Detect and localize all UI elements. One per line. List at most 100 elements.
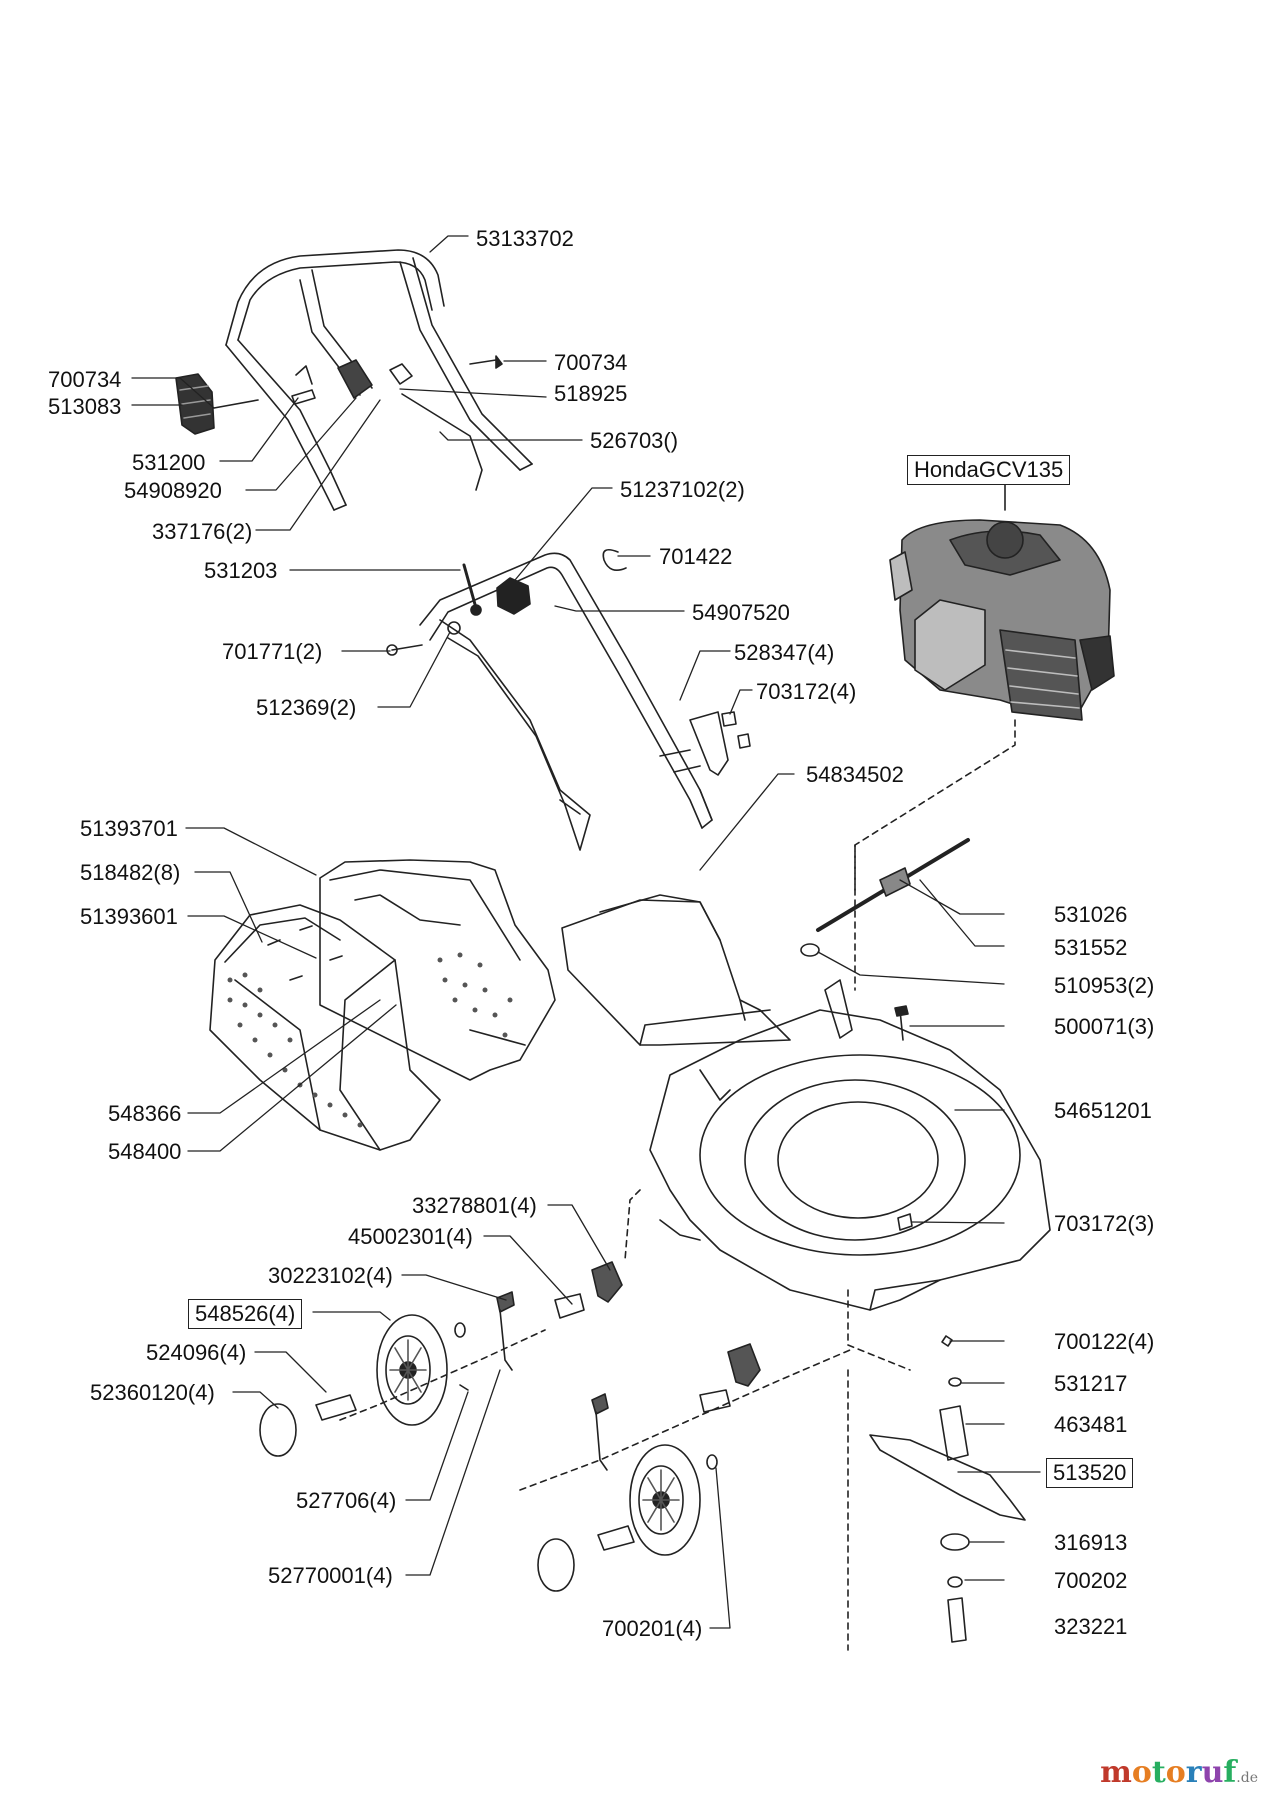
part-label-30223102[interactable]: 30223102(4) (268, 1263, 393, 1288)
watermark-letter: o (1165, 1755, 1186, 1790)
part-label-531026[interactable]: 531026 (1054, 902, 1128, 927)
part-label-337176[interactable]: 337176(2) (152, 519, 253, 544)
part-label-531203[interactable]: 531203 (204, 558, 278, 583)
part-label-703172-4[interactable]: 703172(4) (756, 679, 857, 704)
lever-end-drawing (470, 604, 482, 616)
part-label-548366[interactable]: 548366 (108, 1101, 182, 1126)
washer-drawing (447, 621, 461, 635)
part-label-700202[interactable]: 700202 (1054, 1568, 1128, 1593)
watermark-letter: r (1185, 1755, 1202, 1790)
rear-wheel-axis-line (339, 1329, 546, 1421)
part-label-513520[interactable]: 513520 (1046, 1458, 1134, 1488)
blade-nut-drawing (941, 1335, 953, 1347)
grass-box-front-drawing (209, 904, 441, 1151)
part-label-323221[interactable]: 323221 (1054, 1614, 1128, 1639)
part-label-52360120[interactable]: 52360120(4) (90, 1380, 215, 1405)
part-label-463481[interactable]: 463481 (1054, 1412, 1128, 1437)
adjuster-lever-drawing (499, 1309, 513, 1371)
upper-handle-drawing (225, 249, 533, 511)
part-label-518482[interactable]: 518482(8) (80, 860, 181, 885)
front-wheel-drop-line (624, 1189, 641, 1261)
handle-knob-drawing (175, 373, 316, 435)
part-label-54834502[interactable]: 54834502 (806, 762, 904, 787)
part-label-52770001[interactable]: 52770001(4) (268, 1563, 393, 1588)
deck-screw-head-drawing (894, 1005, 909, 1017)
blade-adapter-drawing (939, 1405, 969, 1461)
part-label-700201[interactable]: 700201(4) (602, 1616, 703, 1641)
blade-drop-line (847, 1289, 911, 1371)
part-label-531217[interactable]: 531217 (1054, 1371, 1128, 1396)
part-label-500071[interactable]: 500071(3) (1054, 1014, 1155, 1039)
part-label-51237102[interactable]: 51237102(2) (620, 477, 745, 502)
part-label-53133702[interactable]: 53133702 (476, 226, 574, 251)
part-label-513083[interactable]: 513083 (48, 394, 122, 419)
front-wheel-drawing (629, 1444, 701, 1556)
clip-drawing (602, 549, 627, 571)
handle-bracket-drawing (689, 711, 729, 776)
blade-washer-drawing (940, 1533, 970, 1551)
watermark-logo: motoruf (1100, 1755, 1236, 1790)
part-label-701422[interactable]: 701422 (659, 544, 733, 569)
watermark-letter: u (1201, 1755, 1224, 1790)
part-label-700122[interactable]: 700122(4) (1054, 1329, 1155, 1354)
deck-nut-drawing (897, 1213, 913, 1231)
clamp-drawing (295, 359, 413, 399)
part-label-528347[interactable]: 528347(4) (734, 640, 835, 665)
height-adjuster-drawing (591, 1261, 623, 1303)
front-hubcap-drawing (537, 1538, 575, 1592)
adjuster-lever-knob-drawing (496, 1291, 515, 1313)
part-label-526703[interactable]: 526703() (590, 428, 679, 453)
part-label-51393701[interactable]: 51393701 (80, 816, 178, 841)
part-label-703172-3[interactable]: 703172(3) (1054, 1211, 1155, 1236)
part-label-701771[interactable]: 701771(2) (222, 639, 323, 664)
part-label-316913[interactable]: 316913 (1054, 1530, 1128, 1555)
part-label-700734-left[interactable]: 700734 (48, 367, 122, 392)
deck-drawing (649, 979, 1051, 1311)
rear-flap-drawing (561, 894, 791, 1046)
front-adjuster-plate-drawing (699, 1389, 731, 1413)
part-label-51393601[interactable]: 51393601 (80, 904, 178, 929)
box-screws-drawing (267, 925, 343, 981)
blade-bolt-drawing (947, 1597, 967, 1643)
lower-handle-drawing (419, 552, 713, 851)
screw-drawing (469, 359, 497, 365)
watermark-letter: t (1151, 1755, 1166, 1790)
wheel-bolt-drawing (315, 1394, 357, 1421)
pin-drawing (459, 1384, 469, 1391)
part-label-33278801[interactable]: 33278801(4) (412, 1193, 537, 1218)
front-lever-drawing (595, 1411, 608, 1471)
screw-head-drawing (495, 355, 503, 369)
blade-drawing (869, 1434, 1026, 1521)
bolt-head-drawing (386, 644, 398, 656)
grass-box-top-drawing (319, 859, 556, 1081)
part-label-512369[interactable]: 512369(2) (256, 695, 357, 720)
blade-washer-small-drawing (948, 1377, 962, 1387)
part-label-518925[interactable]: 518925 (554, 381, 628, 406)
part-label-531200[interactable]: 531200 (132, 450, 206, 475)
watermark-letter: o (1131, 1755, 1152, 1790)
engine-drop-line (854, 719, 1016, 891)
part-label-510953[interactable]: 510953(2) (1054, 973, 1155, 998)
hubcap-drawing (259, 1403, 297, 1457)
part-label-524096[interactable]: 524096(4) (146, 1340, 247, 1365)
part-label-54651201[interactable]: 54651201 (1054, 1098, 1152, 1123)
front-wheel-washer-drawing (706, 1454, 718, 1470)
part-label-531552[interactable]: 531552 (1054, 935, 1128, 960)
part-label-54907520[interactable]: 54907520 (692, 600, 790, 625)
watermark-letter: f (1223, 1755, 1237, 1790)
lever-drawing (462, 563, 478, 610)
part-label-548526[interactable]: 548526(4) (188, 1299, 303, 1329)
watermark-letter: m (1100, 1755, 1132, 1790)
part-label-700734-right[interactable]: 700734 (554, 350, 628, 375)
axle-spring-drawing (879, 867, 911, 897)
grass-box-perforation (227, 952, 513, 1128)
part-label-45002301[interactable]: 45002301(4) (348, 1224, 473, 1249)
site-watermark: motoruf.de (1100, 1755, 1258, 1790)
wheel-washer-drawing (454, 1322, 466, 1338)
front-height-adjuster-drawing (727, 1343, 761, 1387)
part-label-548400[interactable]: 548400 (108, 1139, 182, 1164)
front-lever-knob-drawing (591, 1393, 609, 1415)
part-label-527706[interactable]: 527706(4) (296, 1488, 397, 1513)
part-label-54908920[interactable]: 54908920 (124, 478, 222, 503)
